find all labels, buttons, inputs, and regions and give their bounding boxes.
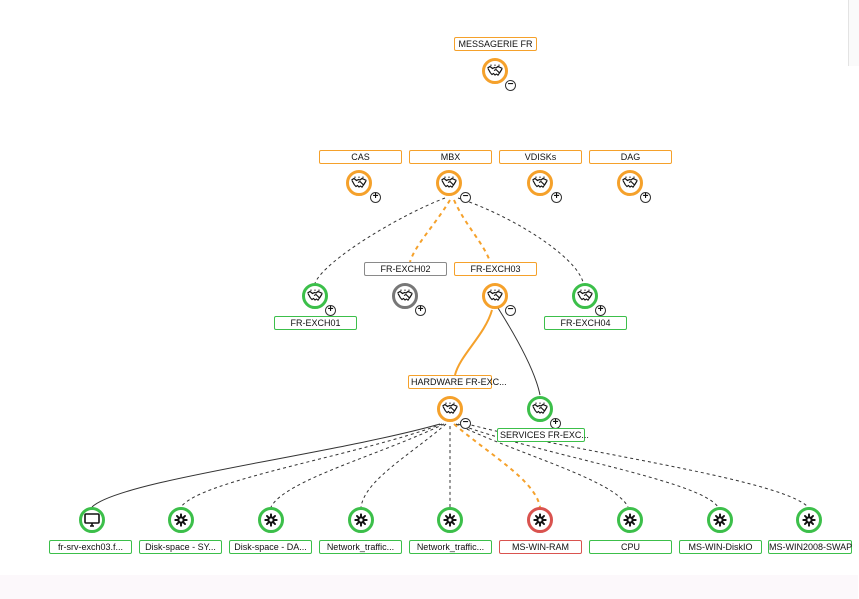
gear-icon bbox=[263, 513, 279, 527]
node-dag[interactable] bbox=[617, 170, 643, 196]
edge-hardware-disk-sy bbox=[180, 423, 443, 508]
node-label-ms-win-ram[interactable]: MS-WIN-RAM bbox=[499, 540, 582, 554]
node-label-mbx[interactable]: MBX bbox=[409, 150, 492, 164]
edge-hardware-disk-da bbox=[270, 423, 445, 508]
collapse-toggle-messagerie-fr[interactable]: − bbox=[505, 80, 516, 91]
handshake-icon bbox=[307, 289, 323, 303]
node-label-messagerie-fr[interactable]: MESSAGERIE FR bbox=[454, 37, 537, 51]
node-label-vdisks[interactable]: VDISKs bbox=[499, 150, 582, 164]
gear-icon bbox=[622, 513, 638, 527]
handshake-icon bbox=[442, 402, 458, 416]
node-label-disk-space-da[interactable]: Disk-space - DA... bbox=[229, 540, 312, 554]
node-label-cpu[interactable]: CPU bbox=[589, 540, 672, 554]
node-ms-win2008-swap[interactable] bbox=[796, 507, 822, 533]
node-ms-win-diskio[interactable] bbox=[707, 507, 733, 533]
node-fr-srv-exch03[interactable] bbox=[79, 507, 105, 533]
gear-icon bbox=[532, 513, 548, 527]
node-label-fr-exch02[interactable]: FR-EXCH02 bbox=[364, 262, 447, 276]
node-ms-win-ram[interactable] bbox=[527, 507, 553, 533]
node-fr-exch03[interactable] bbox=[482, 283, 508, 309]
node-cpu[interactable] bbox=[617, 507, 643, 533]
node-label-ms-win-diskio[interactable]: MS-WIN-DiskIO bbox=[679, 540, 762, 554]
node-fr-exch04[interactable] bbox=[572, 283, 598, 309]
node-network-traffic-2[interactable] bbox=[437, 507, 463, 533]
node-label-cas[interactable]: CAS bbox=[319, 150, 402, 164]
handshake-icon bbox=[487, 64, 503, 78]
node-cas[interactable] bbox=[346, 170, 372, 196]
node-disk-space-sy[interactable] bbox=[168, 507, 194, 533]
node-label-fr-exch01[interactable]: FR-EXCH01 bbox=[274, 316, 357, 330]
expand-toggle-fr-exch01[interactable]: + bbox=[325, 305, 336, 316]
node-label-dag[interactable]: DAG bbox=[589, 150, 672, 164]
node-label-fr-srv-exch03[interactable]: fr-srv-exch03.f... bbox=[49, 540, 132, 554]
node-label-services[interactable]: SERVICES FR-EXC... bbox=[497, 428, 589, 442]
gear-icon bbox=[173, 513, 189, 527]
handshake-icon bbox=[351, 176, 367, 190]
node-fr-exch01[interactable] bbox=[302, 283, 328, 309]
edge-exch03-services bbox=[497, 307, 541, 396]
edge-exch03-hardware bbox=[454, 309, 493, 376]
scrollbar[interactable] bbox=[848, 0, 859, 66]
node-vdisks[interactable] bbox=[527, 170, 553, 196]
expand-toggle-dag[interactable]: + bbox=[640, 192, 651, 203]
edge-hardware-swap bbox=[459, 421, 809, 508]
gear-icon bbox=[442, 513, 458, 527]
edge-mbx-exch02 bbox=[409, 199, 451, 263]
collapse-toggle-hardware[interactable]: − bbox=[460, 418, 471, 429]
node-label-disk-space-sy[interactable]: Disk-space - SY... bbox=[139, 540, 222, 554]
node-label-network-traffic-2[interactable]: Network_traffic... bbox=[409, 540, 492, 554]
gear-icon bbox=[712, 513, 728, 527]
edge-mbx-exch03 bbox=[453, 199, 491, 263]
expand-toggle-vdisks[interactable]: + bbox=[551, 192, 562, 203]
node-disk-space-da[interactable] bbox=[258, 507, 284, 533]
node-messagerie-fr[interactable] bbox=[482, 58, 508, 84]
gear-icon bbox=[801, 513, 817, 527]
handshake-icon bbox=[441, 176, 457, 190]
node-label-network-traffic-1[interactable]: Network_traffic... bbox=[319, 540, 402, 554]
handshake-icon bbox=[397, 289, 413, 303]
edge-mbx-exch04 bbox=[457, 197, 584, 283]
handshake-icon bbox=[487, 289, 503, 303]
handshake-icon bbox=[532, 176, 548, 190]
monitor-icon bbox=[84, 513, 100, 527]
node-network-traffic-1[interactable] bbox=[348, 507, 374, 533]
node-fr-exch02[interactable] bbox=[392, 283, 418, 309]
node-label-hardware[interactable]: HARDWARE FR-EXC... bbox=[408, 375, 507, 389]
node-hardware[interactable] bbox=[437, 396, 463, 422]
node-mbx[interactable] bbox=[436, 170, 462, 196]
handshake-icon bbox=[577, 289, 593, 303]
gear-icon bbox=[353, 513, 369, 527]
edge-mbx-exch01 bbox=[314, 197, 446, 284]
edge-hardware-srv bbox=[91, 423, 441, 508]
collapse-toggle-fr-exch03[interactable]: − bbox=[505, 305, 516, 316]
handshake-icon bbox=[532, 402, 548, 416]
node-label-fr-exch03[interactable]: FR-EXCH03 bbox=[454, 262, 537, 276]
node-label-ms-win2008-swap[interactable]: MS-WIN2008-SWAP bbox=[768, 540, 853, 554]
edge-hardware-net1 bbox=[360, 423, 447, 508]
expand-toggle-cas[interactable]: + bbox=[370, 192, 381, 203]
collapse-toggle-mbx[interactable]: − bbox=[460, 192, 471, 203]
edge-hardware-diskio bbox=[457, 423, 719, 508]
node-label-fr-exch04[interactable]: FR-EXCH04 bbox=[544, 316, 627, 330]
expand-toggle-fr-exch02[interactable]: + bbox=[415, 305, 426, 316]
canvas-footer bbox=[0, 575, 858, 599]
node-services[interactable] bbox=[527, 396, 553, 422]
expand-toggle-fr-exch04[interactable]: + bbox=[595, 305, 606, 316]
handshake-icon bbox=[622, 176, 638, 190]
